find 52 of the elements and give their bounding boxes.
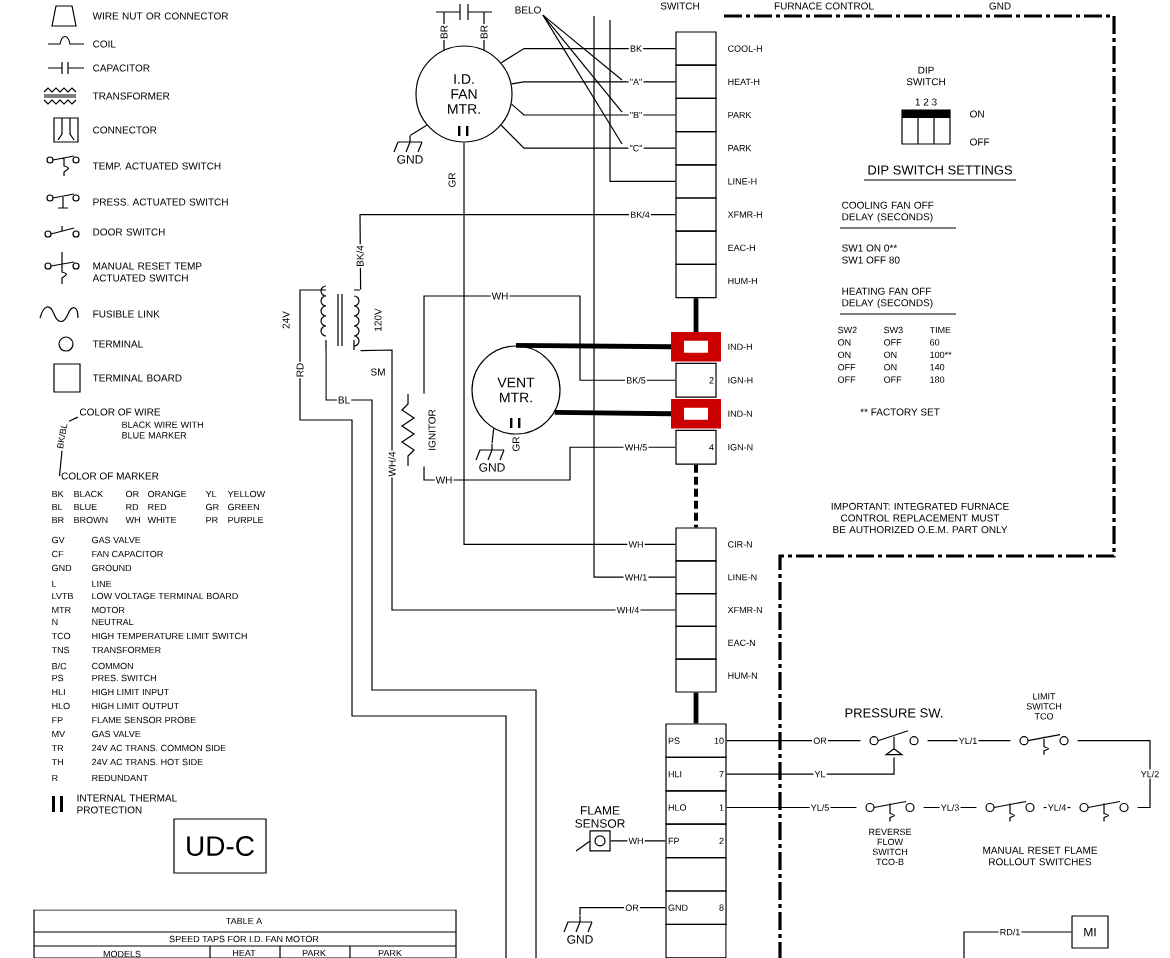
wire xyxy=(510,103,676,116)
wire xyxy=(693,298,699,332)
terminal-cell xyxy=(675,197,717,232)
terminal-cell xyxy=(675,31,717,66)
leader-line xyxy=(68,416,79,422)
wire xyxy=(726,740,861,742)
wire xyxy=(726,756,895,775)
terminal-cell xyxy=(675,164,717,199)
terminal-cell xyxy=(675,625,717,660)
wire xyxy=(360,349,676,611)
wire xyxy=(579,907,666,916)
terminal-cell xyxy=(675,560,717,595)
terminal-cell xyxy=(671,331,721,362)
leader-line xyxy=(58,450,63,477)
wire xyxy=(963,931,1072,958)
wire xyxy=(500,48,676,64)
wire xyxy=(463,142,676,545)
wire xyxy=(423,446,676,481)
wire xyxy=(609,19,676,182)
wire xyxy=(409,124,428,136)
wire xyxy=(1077,740,1151,809)
wire xyxy=(500,124,676,149)
terminal-cell xyxy=(671,398,721,429)
wire xyxy=(516,343,672,350)
terminal-cell xyxy=(675,131,717,166)
terminal-cell xyxy=(675,263,717,299)
wire xyxy=(593,15,676,578)
wire xyxy=(693,692,699,724)
wire xyxy=(726,806,857,809)
leader-line xyxy=(542,14,623,145)
terminal-cell xyxy=(675,527,717,562)
terminal-cell xyxy=(675,230,717,265)
wire xyxy=(359,214,676,290)
wire xyxy=(927,740,1011,742)
model-box: UD-C xyxy=(173,818,267,874)
transformer-symbol xyxy=(319,285,361,351)
wire xyxy=(423,295,676,394)
wire xyxy=(554,409,672,417)
leader-line xyxy=(542,14,623,81)
terminal-cell xyxy=(665,857,727,892)
terminal-cell xyxy=(675,64,717,99)
terminal-cell xyxy=(675,593,717,627)
limit-switch xyxy=(985,800,1035,823)
terminal-cell xyxy=(675,658,717,693)
terminal-cell xyxy=(675,97,717,133)
leader-line xyxy=(542,14,623,113)
wire xyxy=(694,464,698,528)
limit-switch xyxy=(1079,800,1129,823)
wire xyxy=(491,428,495,444)
wire xyxy=(923,806,977,809)
terminal-cell xyxy=(665,923,727,958)
wire xyxy=(510,81,676,85)
